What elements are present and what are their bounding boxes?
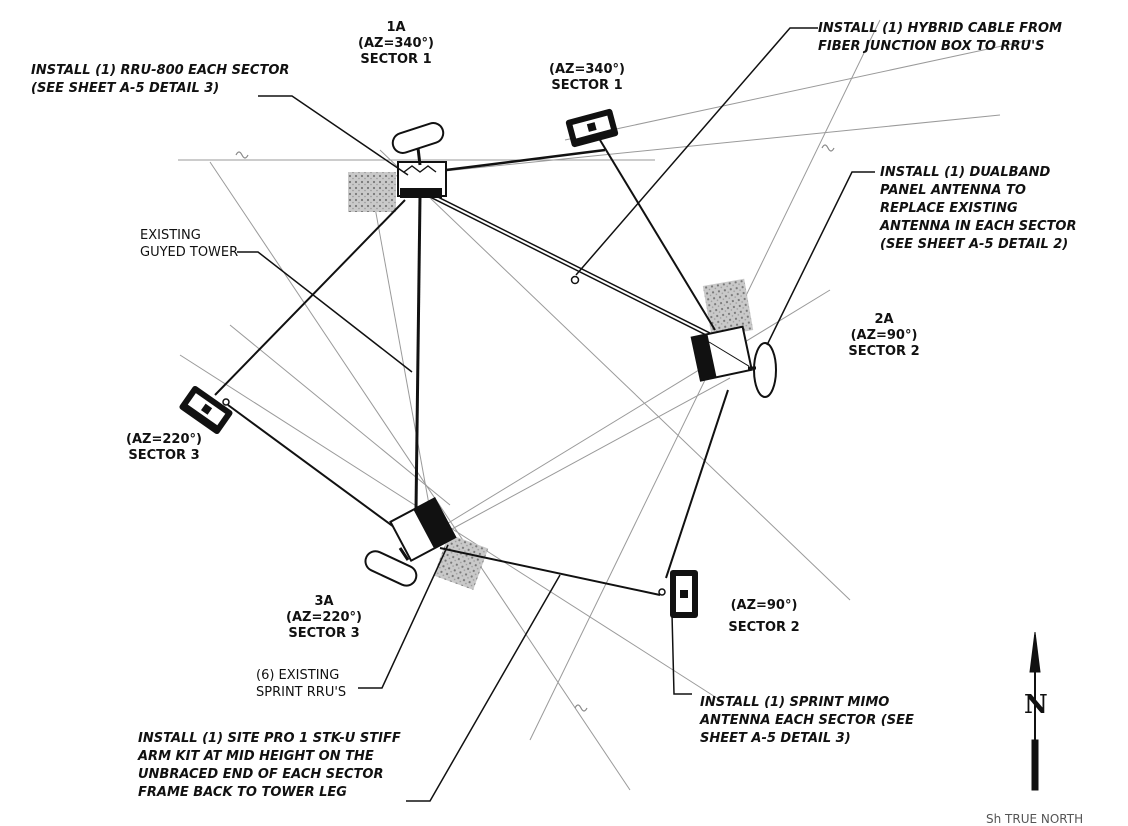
guy-anchor-marks — [235, 144, 835, 712]
label-sector-3a: 3A (AZ=220°) SECTOR 3 — [286, 594, 362, 641]
label-install-mimo: INSTALL (1) SPRINT MIMO ANTENNA EACH SEC… — [700, 695, 914, 746]
label-sector-2-mimo: (AZ=90°) SECTOR 2 — [728, 598, 800, 635]
mimo-antenna-sector-2 — [670, 570, 698, 618]
label-sector-2a: 2A (AZ=90°) SECTOR 2 — [848, 312, 920, 359]
mimo-antenna-sector-3 — [179, 385, 233, 435]
label-sector-3-mimo: (AZ=220°) SECTOR 3 — [126, 432, 202, 463]
cable-connectors — [222, 275, 666, 596]
north-arrow — [1029, 631, 1041, 791]
label-install-rru: INSTALL (1) RRU-800 EACH SECTOR (SEE SHE… — [31, 63, 290, 96]
footer-note: Sh TRUE NORTH — [986, 812, 1084, 826]
sector-3a-mount — [364, 497, 457, 587]
label-install-hybrid: INSTALL (1) HYBRID CABLE FROM FIBER JUNC… — [818, 21, 1062, 54]
label-existing-rrus: (6) EXISTING SPRINT RRU'S — [256, 668, 347, 700]
label-sector-1a: 1A (AZ=340°) SECTOR 1 — [358, 20, 434, 67]
label-install-dualband: INSTALL (1) DUALBAND PANEL ANTENNA TO RE… — [880, 165, 1077, 252]
sector-2a-mount — [690, 325, 777, 398]
label-existing-tower: EXISTING GUYED TOWER — [140, 228, 239, 260]
north-label: N — [1024, 690, 1048, 720]
leader-lines — [237, 27, 875, 802]
cables — [214, 139, 729, 596]
label-install-stk: INSTALL (1) SITE PRO 1 STK-U STIFF ARM K… — [138, 731, 401, 800]
mimo-antenna-sector-1 — [565, 108, 619, 148]
tower-frame — [414, 193, 731, 543]
label-sector-1-mimo: (AZ=340°) SECTOR 1 — [549, 62, 625, 93]
sector-1a-mount — [391, 122, 606, 198]
